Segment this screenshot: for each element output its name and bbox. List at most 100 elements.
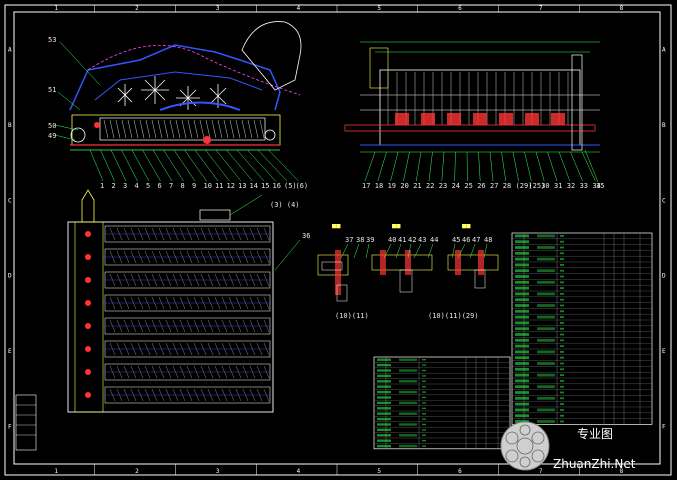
- grid-col-label: 4: [297, 468, 301, 475]
- detail-3: [447, 250, 499, 289]
- callout-label: 10: [204, 182, 212, 190]
- callout-label: 47: [472, 236, 480, 244]
- callout-label: 45: [452, 236, 460, 244]
- grid-col-label: 1: [54, 5, 58, 12]
- callout-label: 13: [238, 182, 246, 190]
- bottom-leaders-right: [364, 151, 596, 182]
- grid-col-label: 5: [377, 5, 381, 12]
- callout-label: 18: [375, 182, 383, 190]
- hood-outline-2: [94, 71, 263, 101]
- detail-2: [371, 250, 433, 293]
- callout-label: 32: [567, 182, 575, 190]
- callout-label: 25: [464, 182, 472, 190]
- callout-label: 14: [250, 182, 258, 190]
- grid-col-label: 8: [620, 468, 624, 475]
- grid-col-label: 7: [539, 468, 543, 475]
- grid-row-label: F: [662, 423, 666, 430]
- svg-text:■■: ■■: [332, 222, 341, 230]
- callout-label: 53: [48, 36, 56, 44]
- callout-label: 11: [215, 182, 223, 190]
- outer-frame: [4, 4, 672, 476]
- frame-yellow: [71, 114, 281, 146]
- inner-frame: [13, 11, 661, 465]
- plan-left-rail: [74, 221, 104, 413]
- callout-label: 5: [146, 182, 150, 190]
- callout-label: 2: [112, 182, 116, 190]
- callout-label: 37: [345, 236, 353, 244]
- parts-table-upper: [511, 232, 653, 425]
- callout-label: 33: [580, 182, 588, 190]
- grid-row-label: C: [662, 197, 666, 204]
- grid-col-label: 4: [297, 5, 301, 12]
- detail-ref-1: (10)(11): [335, 312, 369, 320]
- sweep-arc: [87, 45, 301, 96]
- callout-label: 27: [490, 182, 498, 190]
- red-hub: [203, 136, 211, 144]
- grid-col-label: 1: [54, 468, 58, 475]
- plan-callout-36: 36: [302, 232, 310, 240]
- callout-label: 6: [158, 182, 162, 190]
- callout-label: 43: [418, 236, 426, 244]
- callout-label: 51: [48, 86, 56, 94]
- callout-label: 12: [227, 182, 235, 190]
- callout-label: 17: [362, 182, 370, 190]
- callout-label: 50: [48, 122, 56, 130]
- grid-col-label: 6: [458, 5, 462, 12]
- callout-label: 44: [430, 236, 438, 244]
- plan-top-post: [81, 189, 95, 222]
- grid-col-label: 3: [216, 5, 220, 12]
- left-leaders: [54, 41, 101, 141]
- top-view-callouts: 53 51 50 49: [48, 36, 56, 140]
- callout-label: 4: [135, 182, 139, 190]
- callout-label: 46: [462, 236, 470, 244]
- callout-label: 39: [366, 236, 374, 244]
- callout-label: 23: [439, 182, 447, 190]
- callout-label: 16: [273, 182, 281, 190]
- grid-col-label: 3: [216, 468, 220, 475]
- plan-outline: [67, 221, 274, 413]
- detail-leaders: [340, 243, 488, 259]
- callout-label: 26: [477, 182, 485, 190]
- plan-top-handle: [199, 209, 231, 221]
- watermark-logo: [500, 421, 550, 471]
- grid-col-label: 2: [135, 5, 139, 12]
- svg-text:■■: ■■: [392, 222, 401, 230]
- front-shaft: [344, 124, 596, 132]
- callout-label: 30: [541, 182, 549, 190]
- watermark-url: ZhuanZhi.Net: [553, 457, 636, 471]
- grid-col-label: 7: [539, 5, 543, 12]
- callout-label: 48: [484, 236, 492, 244]
- callout-label: 41: [398, 236, 406, 244]
- wheel-right: [264, 129, 276, 141]
- hopper-shape: [241, 21, 302, 91]
- callout-label: 22: [426, 182, 434, 190]
- front-view-machine: [344, 41, 600, 153]
- detail-ref-2: (10)(11)(29): [428, 312, 479, 320]
- rotor-star-1: [141, 76, 169, 104]
- callout-label: 31: [554, 182, 562, 190]
- callout-label: 34: [592, 182, 600, 190]
- callout-label: 49: [48, 132, 56, 140]
- grid-row-label: C: [8, 197, 12, 204]
- grid-column-labels-top: 1 2 3 4 5 6 7 8: [54, 5, 624, 12]
- callout-label: (6): [296, 182, 309, 190]
- callout-label: 40: [388, 236, 396, 244]
- grid-col-label: 8: [620, 5, 624, 12]
- callout-right: 35: [596, 182, 604, 190]
- grid-col-label: 2: [135, 468, 139, 475]
- watermark-cn: 专业图: [577, 426, 613, 441]
- parts-table-lower: [373, 356, 511, 450]
- watermark: 专业图 ZhuanZhi.Net: [500, 421, 636, 471]
- hood-outline: [69, 44, 281, 111]
- grate-body: [99, 117, 266, 141]
- svg-text:■■: ■■: [462, 222, 471, 230]
- wheel-left: [70, 127, 86, 143]
- callout-label: 42: [408, 236, 416, 244]
- callout-label: (29): [516, 182, 533, 190]
- blue-pipe: [159, 101, 241, 111]
- plan-callout-pair: (3) (4): [270, 201, 300, 209]
